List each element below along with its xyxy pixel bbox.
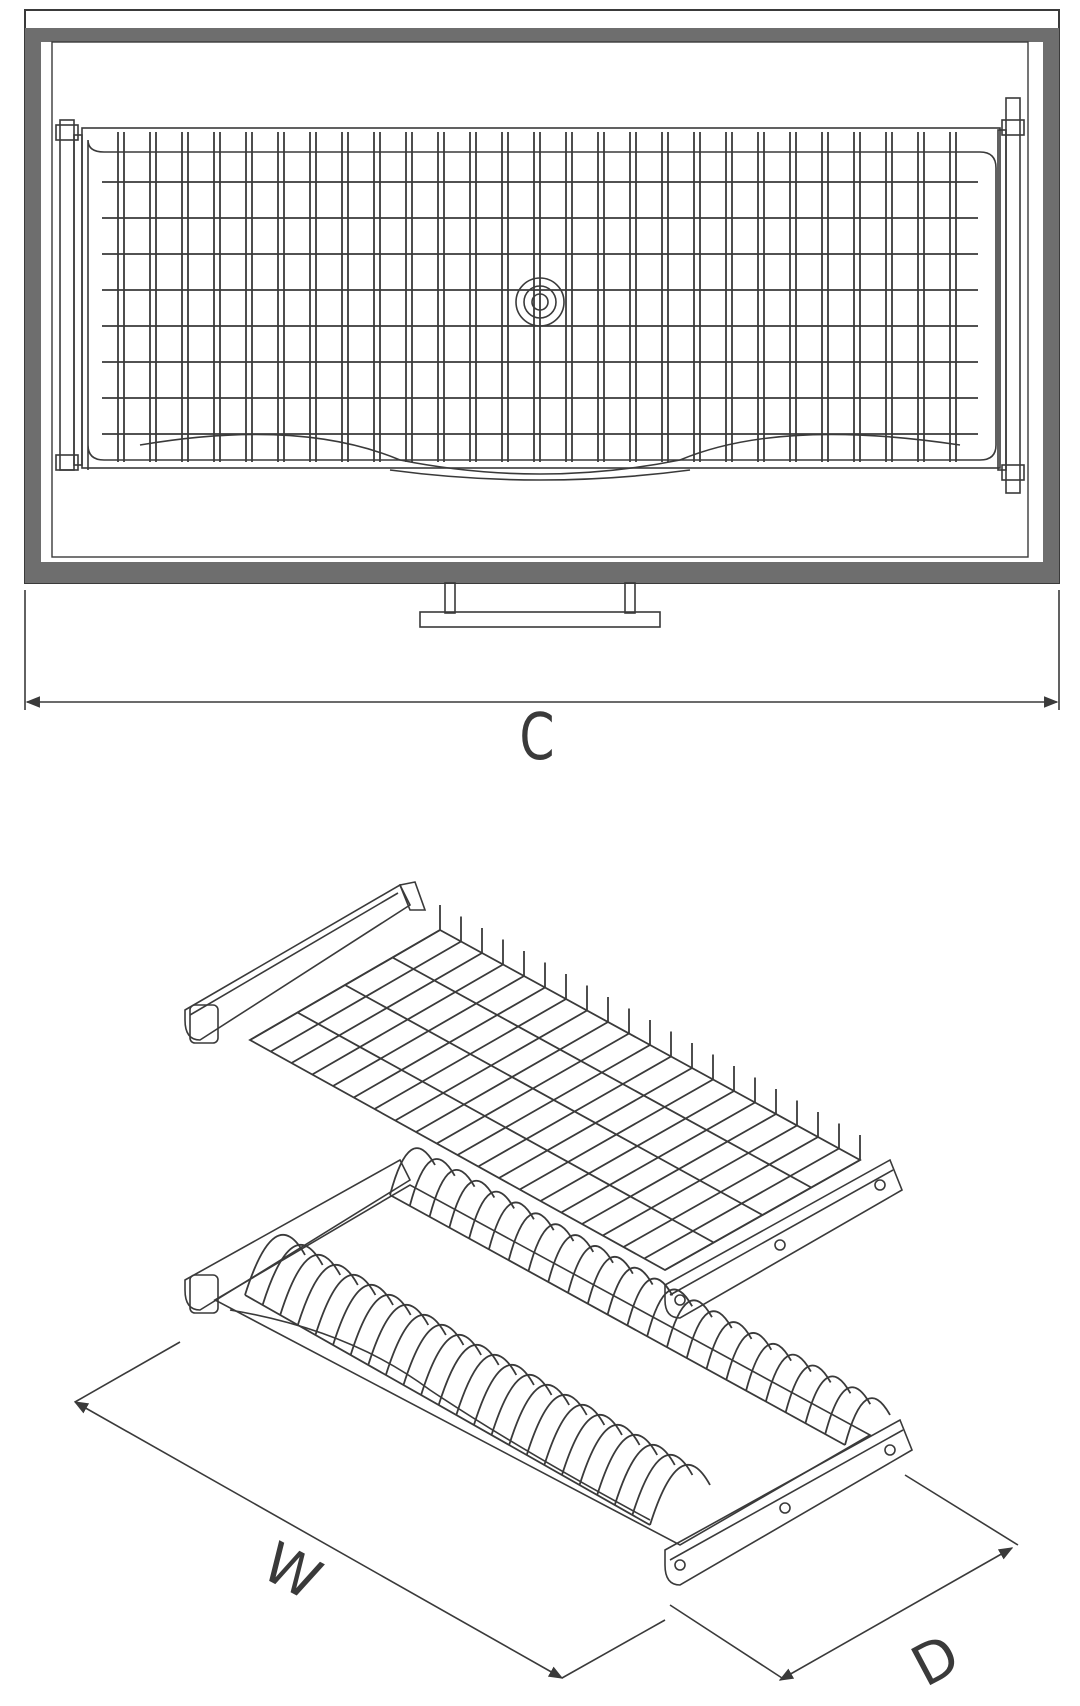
lower-rack-wires (244, 1147, 891, 1526)
upper-rack-wires (248, 905, 862, 1272)
cabinet-frame (24, 9, 1060, 584)
side-rail-right (997, 97, 1025, 494)
dimension-label-c: C (519, 699, 554, 775)
dimension-c: C (24, 590, 1060, 775)
isometric-view-diagram: W D (73, 881, 1019, 1701)
lower-rack-right-bracket (664, 1418, 913, 1586)
dimension-label-d: D (901, 1623, 970, 1701)
upper-rack-right-bracket (664, 1158, 904, 1319)
wire-grid (102, 132, 978, 462)
lower-rack-left-bracket (184, 1158, 412, 1314)
dimension-w: W (73, 1341, 666, 1679)
dimension-d: D (669, 1474, 1019, 1701)
drawer-handle (419, 582, 661, 628)
drain-knob (515, 277, 565, 327)
dimension-label-w: W (252, 1530, 331, 1613)
rack-basket-top (81, 127, 1001, 481)
side-rail-left (55, 119, 83, 471)
top-view-diagram: C (24, 9, 1060, 775)
upper-rack-left-bracket (184, 881, 427, 1044)
